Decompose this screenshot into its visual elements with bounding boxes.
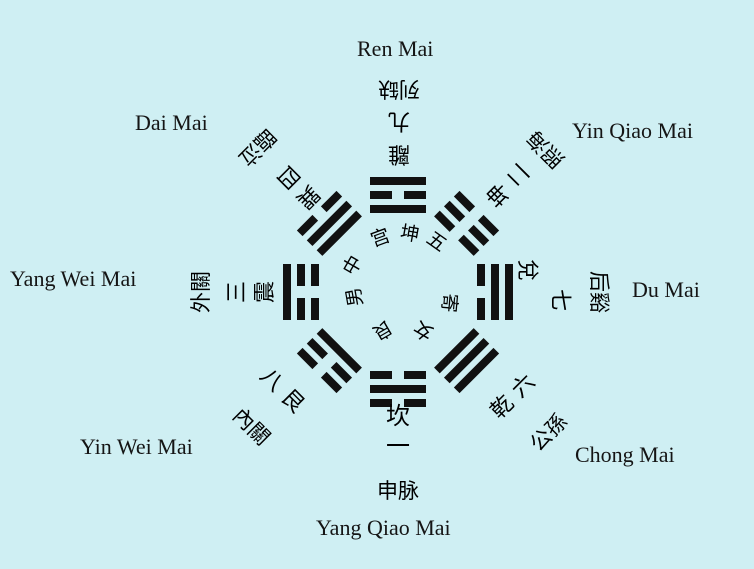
trigram-line-solid [370,177,426,185]
qian-num: 六 [507,370,540,403]
trigram-line-broken [404,191,426,199]
trigram-line-solid [283,264,291,320]
trigram-line-broken [453,190,476,213]
trigram-line-broken [320,371,343,394]
center-char-6: 良 [369,316,396,345]
trigram-line-broken [468,224,490,247]
center-char-4: 寄 [437,292,461,313]
label-yin-wei-mai: Yin Wei Mai [80,434,193,459]
xun-point: 臨泣 [234,124,281,171]
li-num: 九 [388,108,410,133]
trigram-line-solid [443,337,490,384]
trigram-layer [283,177,513,407]
trigram-line-broken [370,191,392,199]
trigram-line-solid [370,385,426,393]
kan-point: 申脉 [377,479,419,503]
li-point: 列缺 [378,77,420,101]
kun-point: 照海 [522,126,569,173]
trigram-line-broken [297,298,305,320]
trigram-line-broken [296,347,319,370]
center-char-5: 坤 [399,222,422,247]
trigram-line-broken [477,298,485,320]
trigram-line-broken [443,200,466,222]
trigram-line-broken [296,214,319,237]
trigram-s [370,177,426,213]
zhen-name: 震 [253,281,278,303]
trigram-n [370,371,426,407]
gen-name: 艮 [276,385,309,418]
trigram-line-broken [311,298,319,320]
trigram-line-broken [404,371,426,379]
center-char-2: 宫 [368,224,393,251]
trigram-line-solid [316,328,362,374]
label-dai-mai: Dai Mai [135,110,208,135]
trigram-sw [434,190,500,256]
center-char-3: 五 [422,227,450,256]
dui-num: 七 [547,289,572,311]
trigram-line-broken [306,337,328,360]
trigram-line-solid [370,205,426,213]
gen-num: 八 [255,364,288,397]
trigram-line-broken [370,371,392,379]
trigram-line-broken [320,190,343,213]
gen-point: 內關 [228,403,275,450]
trigram-line-solid [505,264,513,320]
trigram-line-broken [434,210,456,232]
trigram-w [477,264,513,320]
label-du-mai: Du Mai [632,277,700,302]
label-yang-wei-mai: Yang Wei Mai [10,266,137,291]
trigram-e [283,264,319,320]
dui-name: 兌 [514,259,539,281]
zhen-num: 三 [225,281,250,303]
dui-point: 后谿 [587,271,611,313]
center-char-7: 男 [343,286,368,309]
trigram-nw [434,328,500,394]
li-name: 離 [388,141,410,166]
zhen-point: 外關 [189,271,213,313]
trigram-line-broken [477,264,485,286]
trigram-line-broken [477,214,500,237]
trigram-line-broken [311,264,319,286]
kan-num: 一 [386,432,410,460]
trigram-line-broken [458,234,480,256]
trigram-line-solid [453,347,500,394]
trigram-line-broken [404,399,426,407]
trigram-line-broken [297,264,305,286]
trigram-line-solid [316,210,362,256]
trigram-line-solid [434,328,480,374]
center-char-8: 女 [410,316,437,345]
trigram-line-solid [306,200,353,247]
label-yang-qiao-mai: Yang Qiao Mai [316,515,451,540]
trigram-line-broken [330,362,353,384]
trigram-line-solid [491,264,499,320]
kan-name: 坎 [386,402,410,430]
trigram-se [296,190,362,256]
qian-name: 乾 [486,391,519,424]
label-chong-mai: Chong Mai [575,442,675,467]
label-ren-mai: Ren Mai [357,36,434,61]
trigram-line-broken [370,399,392,407]
trigram-ne [296,328,362,394]
label-yin-qiao-mai: Yin Qiao Mai [572,118,693,143]
center-char-1: 中 [339,252,368,279]
qian-point: 公孫 [525,409,572,456]
